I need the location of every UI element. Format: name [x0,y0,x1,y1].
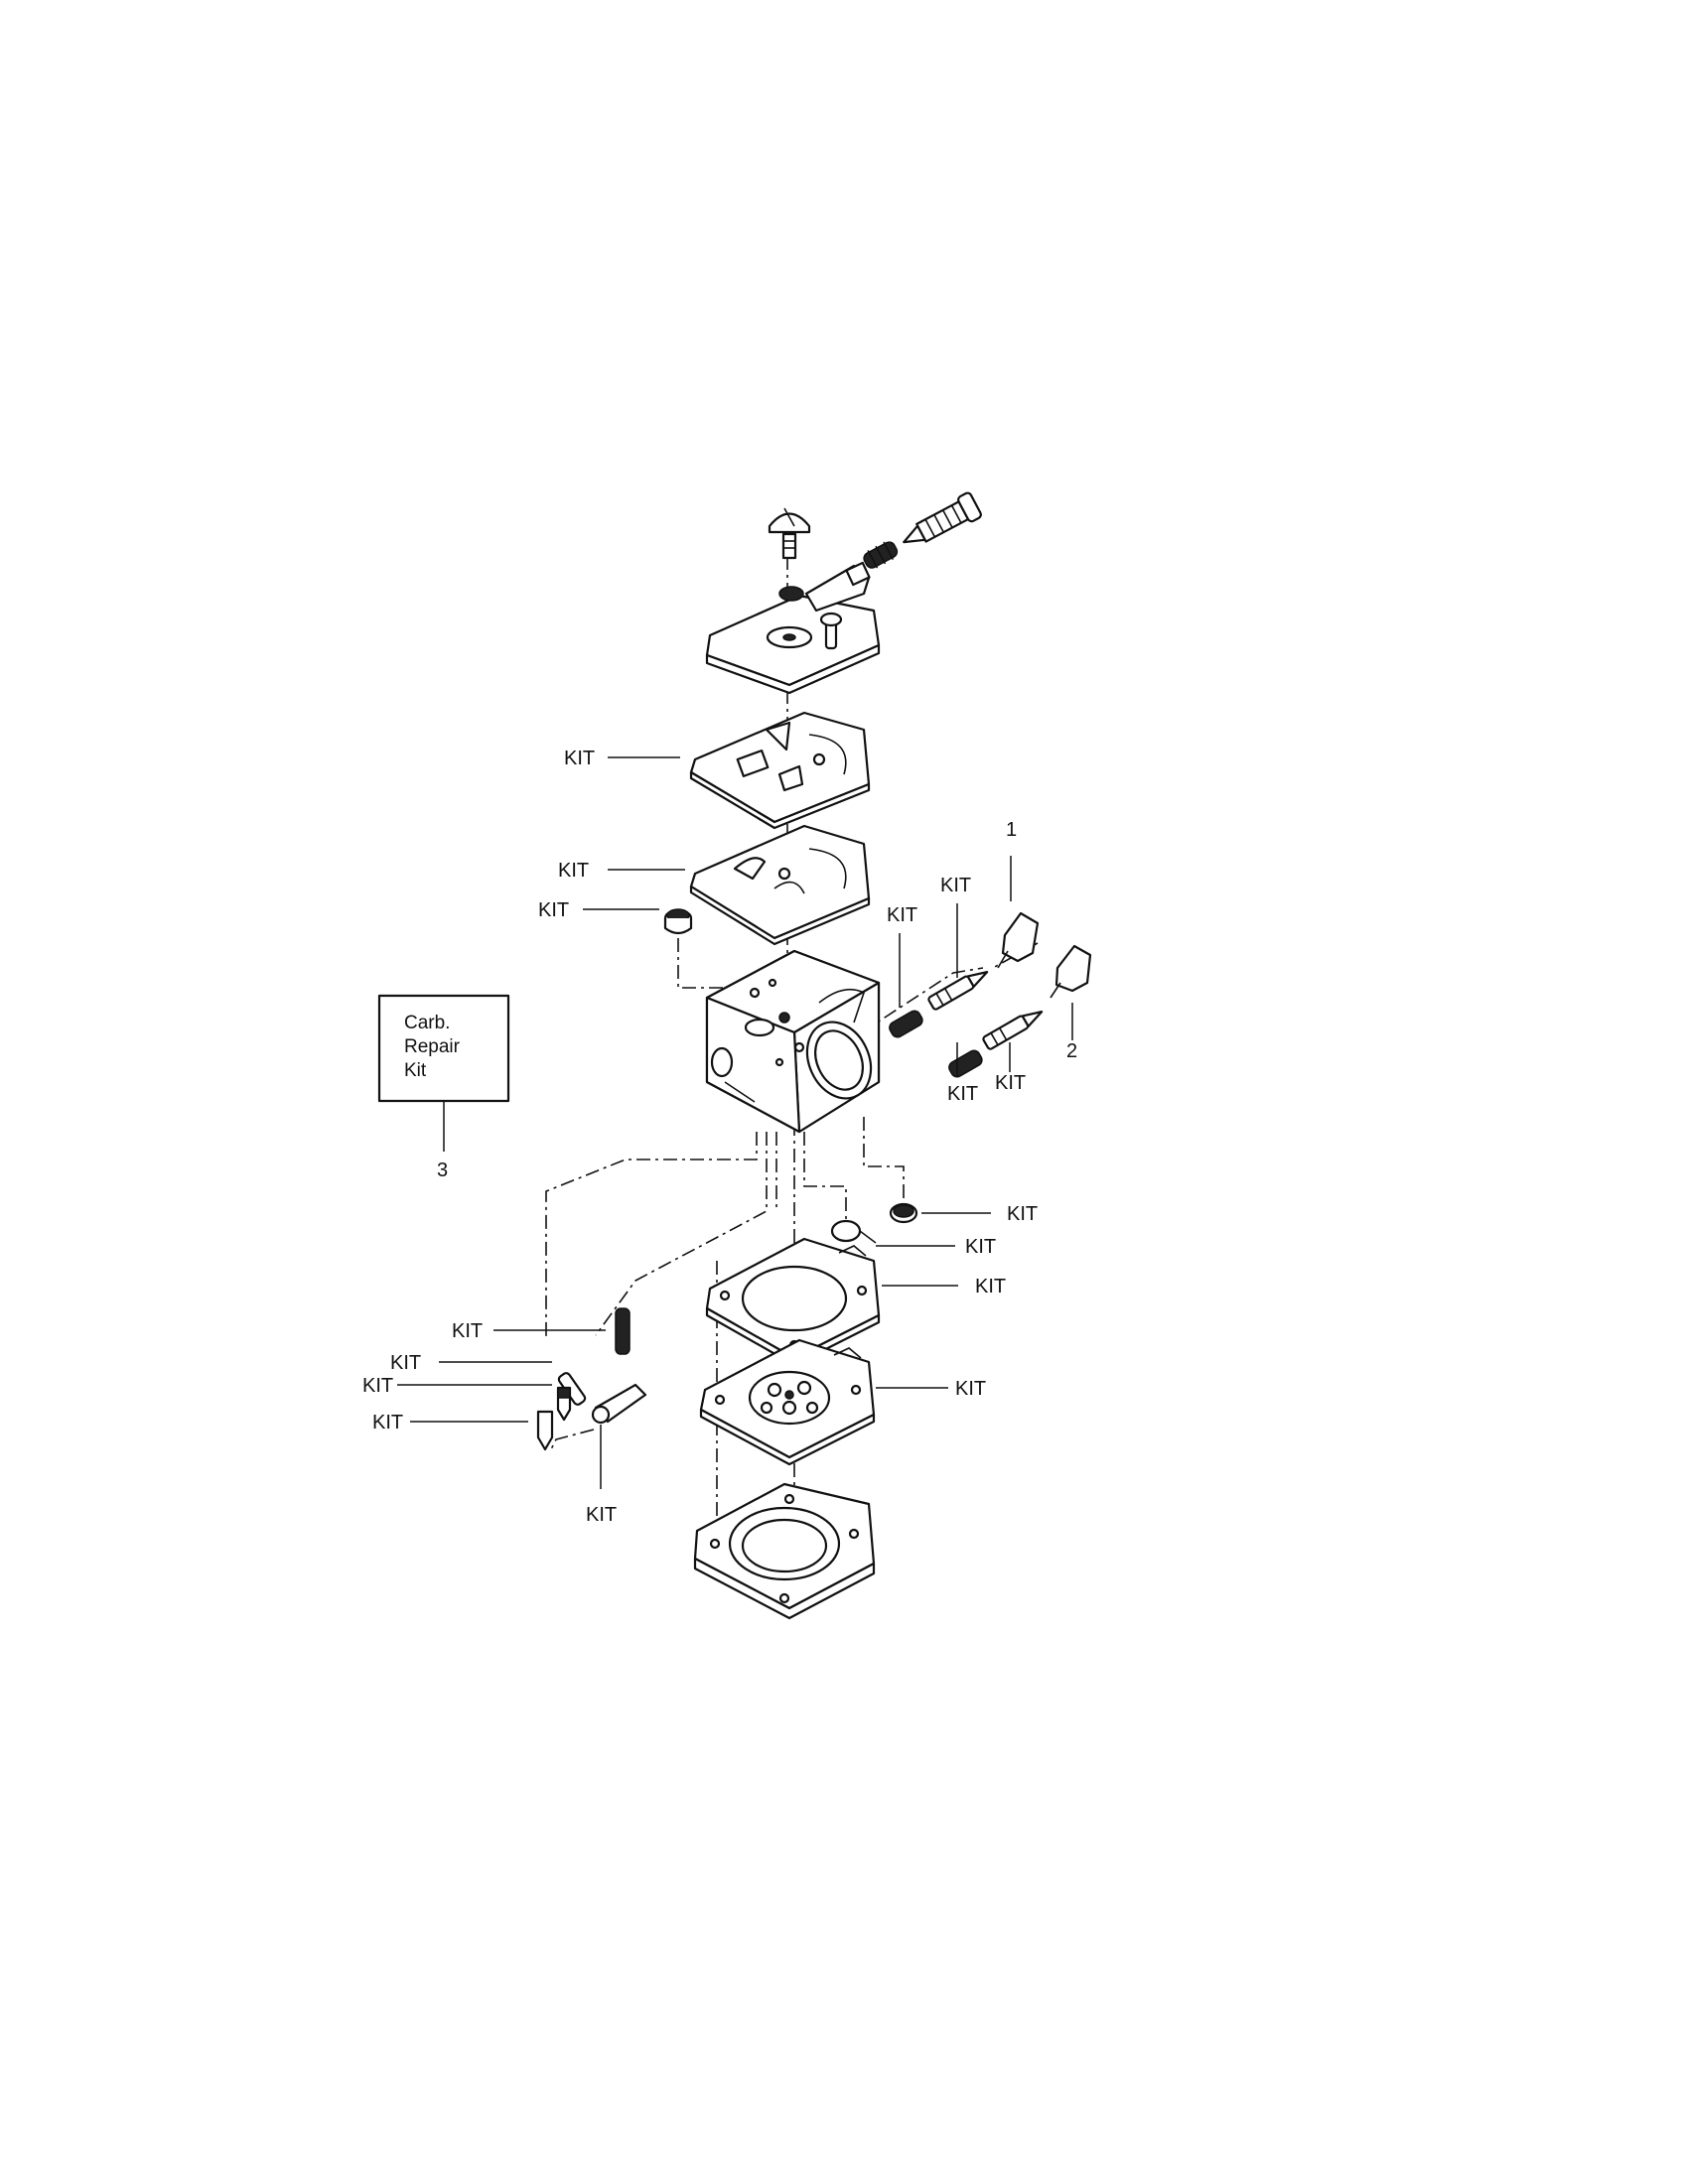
carb-repair-kit-box [377,994,510,1103]
kit-label-inlet-screen: KIT [1007,1203,1038,1225]
kit-label-pump-diaphragm: KIT [558,860,589,882]
kit-label-metering-gasket: KIT [975,1276,1006,1297]
kit-box-line-1: Carb. [404,1013,450,1033]
ref-label-3: 3 [437,1160,448,1181]
kit-label-needle-low: KIT [940,875,971,896]
metering-cover [693,1482,876,1620]
kit-label-pin: KIT [390,1352,421,1374]
callout-leaders [397,756,1073,1489]
metering-diaphragm [699,1338,876,1466]
kit-label-spring-low: KIT [887,904,917,926]
kit-label-metering-diaphragm: KIT [955,1378,986,1400]
callout-labels: KIT KIT KIT KIT KIT 1 2 KIT KIT KIT KIT … [362,748,1077,1526]
pump-diaphragm [689,824,871,946]
kit-label-check-valve: KIT [965,1236,996,1258]
kit-label-filter-screen: KIT [538,899,569,921]
kit-label-pump-gasket: KIT [564,748,595,769]
inlet-needle-parts [536,1307,647,1451]
kit-label-lever: KIT [586,1504,617,1526]
kit-label-needle-seat: KIT [362,1375,393,1397]
inlet-filter-screen [663,908,693,935]
ref-label-1: 1 [1006,819,1017,841]
carb-repair-kit-text: Carb. Repair Kit [404,1013,461,1081]
mixture-needles [889,971,1044,1078]
kit-label-inlet-needle: KIT [372,1412,403,1433]
kit-box-line-2: Repair [404,1036,461,1057]
kit-label-spring-high: KIT [947,1083,978,1105]
kit-label-needle-high: KIT [995,1072,1026,1094]
kit-box-line-3: Kit [404,1060,427,1081]
ref-label-2: 2 [1066,1040,1077,1062]
check-valve-and-screen [830,1202,918,1243]
metering-gasket [705,1237,881,1367]
pump-cover-assembly [705,491,982,695]
limiter-caps [997,911,1092,999]
pump-gasket [689,711,871,830]
carburetor-body [705,949,881,1134]
kit-label-metering-spring: KIT [452,1320,483,1342]
